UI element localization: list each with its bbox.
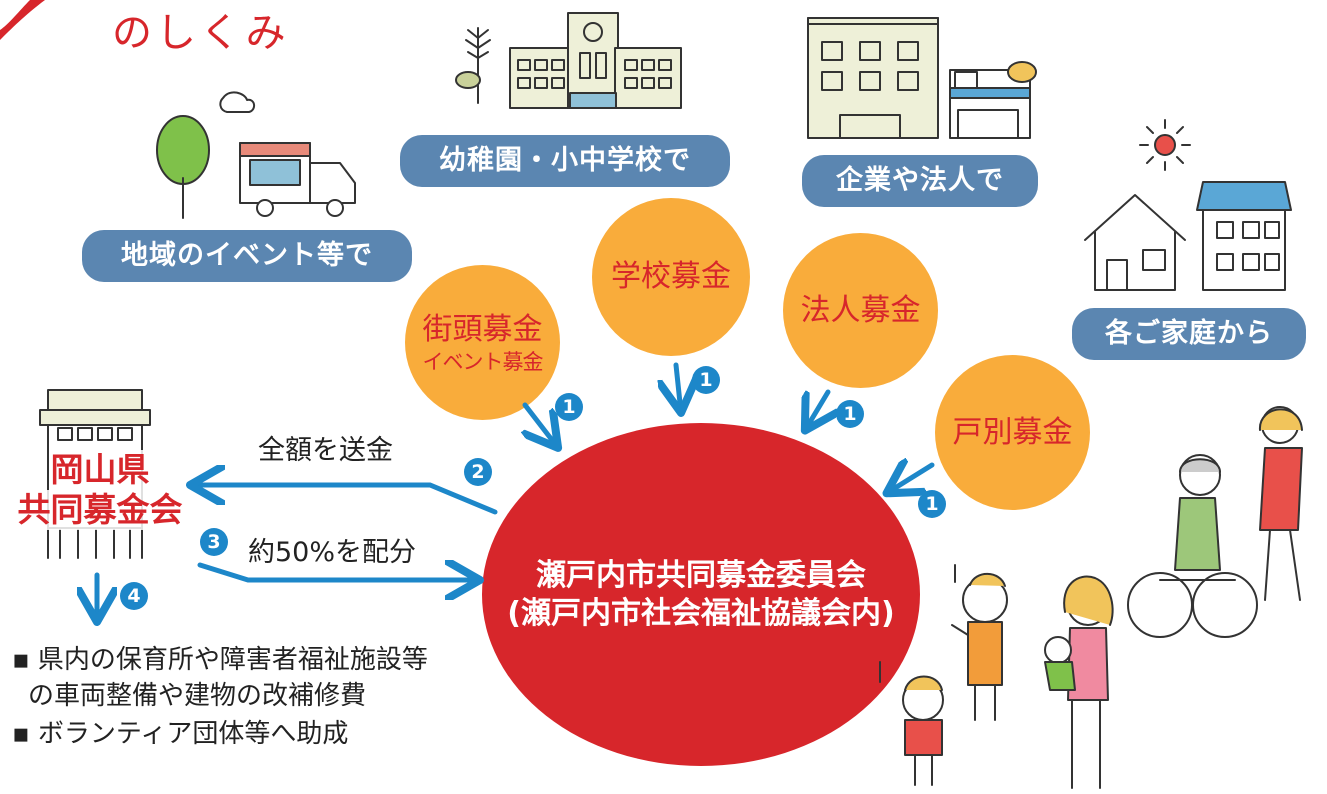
source-school-label: 幼稚園・小中学校で	[400, 135, 730, 187]
event-truck-illustration	[156, 91, 356, 219]
step-1-street: 1	[555, 393, 583, 421]
use-item-1: ▪ 県内の保育所や障害者福祉施設等 の車両整備や建物の改補修費	[12, 642, 428, 714]
step-4: 4	[120, 582, 148, 610]
arrow-corporate-to-committee	[810, 389, 828, 422]
allocate-label: 約50%を配分	[248, 537, 417, 568]
campaign-street-label: 街頭募金	[422, 311, 543, 347]
committee-oval: 瀬戸内市共同募金委員会 (瀬戸内市社会福祉協議会内)	[482, 423, 920, 766]
people-illustration	[879, 406, 1303, 789]
company-building-illustration	[807, 17, 1037, 139]
committee-subname: (瀬戸内市社会福祉協議会内)	[507, 595, 895, 631]
campaign-household-label: 戸別募金	[952, 414, 1073, 450]
arrow-send-all	[200, 485, 498, 515]
source-home-label: 各ご家庭から	[1072, 308, 1306, 360]
send-all-label: 全額を送金	[258, 435, 393, 466]
source-event-label: 地域のイベント等で	[82, 230, 412, 282]
page-title: のしくみ	[112, 10, 290, 56]
step-3: 3	[200, 528, 228, 556]
houses-illustration	[1084, 119, 1292, 291]
use-item-1-line2: の車両整備や建物の改補修費	[28, 681, 367, 711]
school-building-illustration	[455, 12, 682, 109]
campaign-household: 戸別募金	[935, 355, 1090, 510]
feather-icon	[0, 0, 45, 40]
campaign-street-sublabel: イベント募金	[422, 349, 544, 374]
arrow-household-to-committee	[895, 465, 935, 488]
arrow-allocate	[197, 565, 470, 580]
step-1-household: 1	[918, 490, 946, 518]
campaign-street: 街頭募金 イベント募金	[405, 265, 560, 420]
committee-name: 瀬戸内市共同募金委員会	[536, 557, 866, 593]
use-item-2: ▪ ボランティア団体等へ助成	[12, 719, 349, 749]
step-1-corporate: 1	[836, 400, 864, 428]
step-2: 2	[464, 458, 492, 486]
campaign-corporate: 法人募金	[783, 233, 938, 388]
step-1-school: 1	[692, 366, 720, 394]
campaign-corporate-label: 法人募金	[800, 292, 921, 328]
campaign-school-label: 学校募金	[611, 259, 731, 294]
use-item-1-line1: ▪ 県内の保育所や障害者福祉施設等	[12, 645, 428, 675]
campaign-school: 学校募金	[592, 198, 750, 356]
prefecture-org: 岡山県 共同募金会	[10, 450, 190, 530]
arrow-street-to-committee	[525, 402, 552, 440]
prefecture-name: 岡山県	[50, 450, 150, 490]
arrow-school-to-committee	[676, 362, 680, 403]
source-company-label: 企業や法人で	[802, 155, 1038, 207]
prefecture-org-name: 共同募金会	[17, 490, 183, 530]
